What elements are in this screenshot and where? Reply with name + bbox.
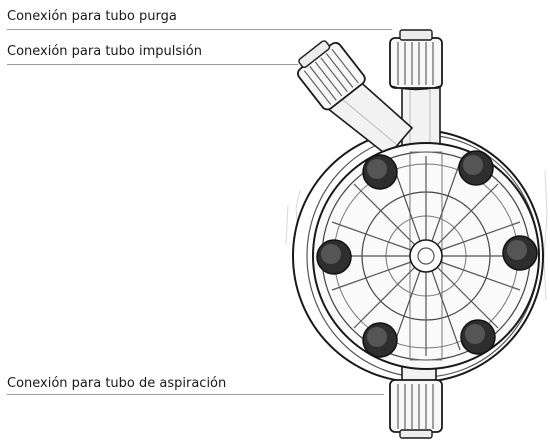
label-suction-connection: Conexión para tubo de aspiración xyxy=(7,376,227,391)
bolt-bottom-left xyxy=(362,322,398,358)
discharge-fitting xyxy=(297,40,414,158)
bolt-bottom-right xyxy=(460,319,496,355)
bolt-top-right xyxy=(458,150,494,186)
radial-ribs xyxy=(322,156,530,356)
center-hub xyxy=(409,239,443,273)
label-purge-connection: Conexión para tubo purga xyxy=(7,9,177,24)
label-discharge-connection: Conexión para tubo impulsión xyxy=(7,44,202,59)
bolt-top-left xyxy=(362,154,398,190)
bolt-right xyxy=(502,235,538,271)
bolt-left xyxy=(316,239,352,275)
